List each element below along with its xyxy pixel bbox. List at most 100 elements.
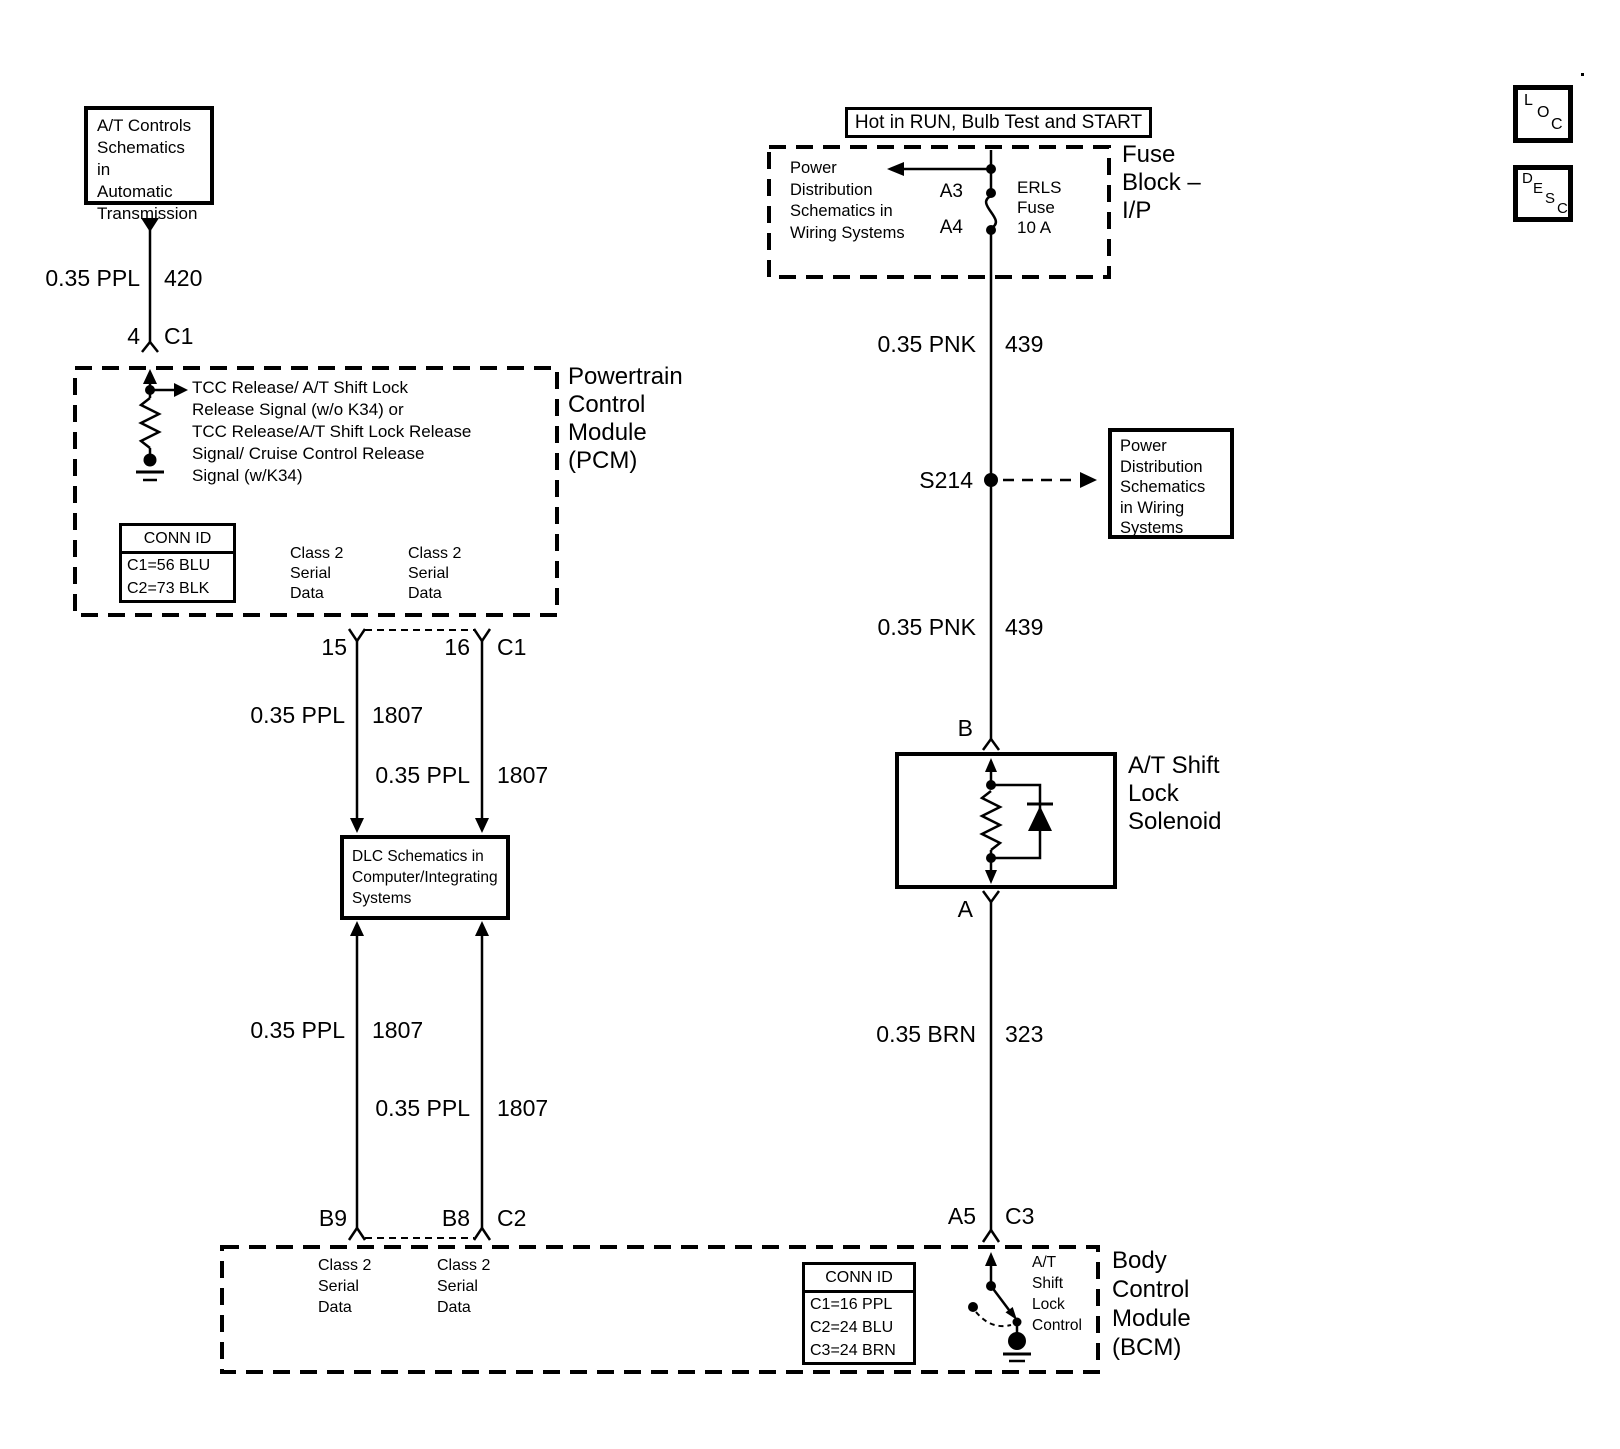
wire-label-gauge: 0.35 PNK (877, 614, 976, 640)
bcm-pinb9-connector-icon (347, 1225, 367, 1241)
pcm-outline (73, 366, 559, 617)
wire-label-gauge: 0.35 PPL (250, 702, 345, 728)
up-arrow-icon (985, 1252, 997, 1266)
pcm-pin16-conn-label: C1 (497, 634, 527, 660)
loc-tag: L O C (1513, 85, 1573, 143)
conn-id-row: C1=56 BLU (127, 557, 211, 574)
wire-label-gauge: 0.35 PPL (45, 265, 140, 291)
bcm-pinb8-conn-label: C2 (497, 1205, 527, 1231)
fuse-icon (984, 188, 998, 235)
dlc-ref-box: DLC Schematics in Computer/Integrating S… (340, 835, 510, 920)
diode-icon (1027, 802, 1053, 831)
bcm-pina5-connector-icon (981, 1227, 1001, 1243)
right-arrow-icon (1080, 472, 1097, 488)
down-arrow-icon (350, 818, 364, 833)
up-arrow-icon (350, 921, 364, 936)
wire-label-circuit: 420 (164, 265, 203, 291)
solenoid-outline (895, 752, 1117, 889)
bcm-pina5-conn-label: C3 (1005, 1203, 1035, 1229)
wire-label-gauge: 0.35 PPL (375, 1095, 470, 1121)
conn-id-title: CONN ID (122, 526, 233, 554)
desc-letter: D (1522, 170, 1533, 187)
power-dist-fuse-ref-text: Power Distribution Schematics in Wiring … (790, 159, 905, 242)
splice-s214-dot (984, 473, 998, 487)
resistor-icon (138, 397, 162, 449)
fuse-name-label: ERLS Fuse 10 A (1017, 178, 1062, 237)
solenoid-pinb-connector-icon (981, 736, 1001, 751)
wire-label-circuit: 1807 (372, 702, 424, 728)
wire-label-circuit: 1807 (497, 1095, 549, 1121)
resistor-icon (979, 790, 1003, 851)
desc-tag: D E S C (1513, 165, 1573, 222)
pcm-pin4-connector-icon (141, 339, 159, 353)
pcm-conn-id-table: CONN ID C1=56 BLU C2=73 BLK (119, 523, 236, 603)
fuse-pin-a4: A4 (939, 217, 963, 238)
conn-id-row: C1=16 PPL (810, 1296, 893, 1313)
wire-label-circuit: 1807 (372, 1017, 424, 1043)
solenoid-pinb-label: B (957, 715, 973, 741)
class2-serial-data-label: Class 2 Serial Data (318, 1257, 372, 1316)
fuse-block-label: Fuse Block – I/P (1122, 141, 1201, 224)
shift-lock-switch-symbol (968, 1252, 1031, 1363)
artifact-dot (1581, 73, 1584, 76)
conn-id-row: C3=24 BRN (810, 1342, 896, 1359)
pcm-pin16-connector-icon (472, 628, 492, 644)
down-arrow-icon (985, 870, 997, 884)
switch-arm-arrow-icon (1005, 1307, 1017, 1320)
pcm-pin4-conn-label: C1 (164, 323, 194, 349)
bcm-module-label: Body Control Module (BCM) (1112, 1247, 1191, 1361)
wire-label-gauge: 0.35 PPL (375, 762, 470, 788)
wire-label-gauge: 0.35 PPL (250, 1017, 345, 1043)
wire-label-gauge: 0.35 BRN (876, 1021, 976, 1047)
bcm-pinb8-connector-icon (472, 1225, 492, 1241)
bcm-outline (220, 1245, 1100, 1374)
conn-id-title: CONN ID (805, 1265, 913, 1293)
wire-label-circuit: 439 (1005, 331, 1044, 357)
loc-letter: C (1551, 116, 1563, 133)
desc-letter: C (1557, 200, 1568, 217)
solenoid-pina-connector-icon (981, 890, 1001, 905)
splice-s214-label: S214 (919, 467, 973, 493)
conn-id-row: C2=73 BLK (127, 580, 210, 597)
loc-letter: L (1524, 92, 1533, 109)
class2-serial-data-label: Class 2 Serial Data (437, 1257, 491, 1316)
desc-letter: E (1533, 180, 1544, 197)
bcm-pina5-label: A5 (947, 1203, 976, 1229)
pcm-module-label: Powertrain Control Module (PCM) (568, 363, 683, 474)
power-dist-ref-box: Power Distribution Schematics in Wiring … (1108, 428, 1234, 539)
fuse-block-outline (767, 145, 1111, 279)
bcm-pinb9-label: B9 (318, 1205, 347, 1231)
bcm-pinb8-label: B8 (441, 1205, 470, 1231)
class2-serial-data-label: Class 2 Serial Data (408, 545, 462, 602)
solenoid-pina-label: A (957, 896, 973, 922)
up-arrow-icon (985, 758, 997, 772)
bcm-conn-id-table: CONN ID C1=16 PPL C2=24 BLU C3=24 BRN (802, 1262, 916, 1365)
fuse-pin-a3: A3 (939, 181, 963, 202)
wire-label-gauge: 0.35 PNK (877, 331, 976, 357)
left-arrow-icon (887, 162, 904, 176)
down-arrow-icon (141, 218, 159, 232)
down-arrow-icon (475, 818, 489, 833)
ground-icon (1003, 1332, 1031, 1363)
pcm-signal-symbol (136, 369, 188, 482)
shift-lock-control-label: A/T Shift Lock Control (1032, 1254, 1082, 1334)
class2-serial-data-label: Class 2 Serial Data (290, 545, 344, 602)
up-arrow-icon (475, 921, 489, 936)
solenoid-label: A/T Shift Lock Solenoid (1128, 752, 1222, 835)
right-arrow-icon (174, 383, 188, 397)
desc-letter: S (1545, 190, 1556, 207)
conn-id-row: C2=24 BLU (810, 1319, 894, 1336)
solenoid-coil-symbol (979, 758, 1053, 884)
wire-label-circuit: 1807 (497, 762, 549, 788)
pcm-pin4-label: 4 (127, 323, 140, 349)
up-arrow-icon (143, 369, 157, 384)
wire-label-circuit: 323 (1005, 1021, 1044, 1047)
wire-label-circuit: 439 (1005, 614, 1044, 640)
loc-letter: O (1537, 104, 1550, 121)
pcm-signal-text: TCC Release/ A/T Shift Lock Release Sign… (192, 378, 472, 485)
ground-icon (136, 470, 164, 482)
hot-in-run-header: Hot in RUN, Bulb Test and START (845, 107, 1152, 138)
pcm-pin16-label: 16 (444, 634, 470, 660)
